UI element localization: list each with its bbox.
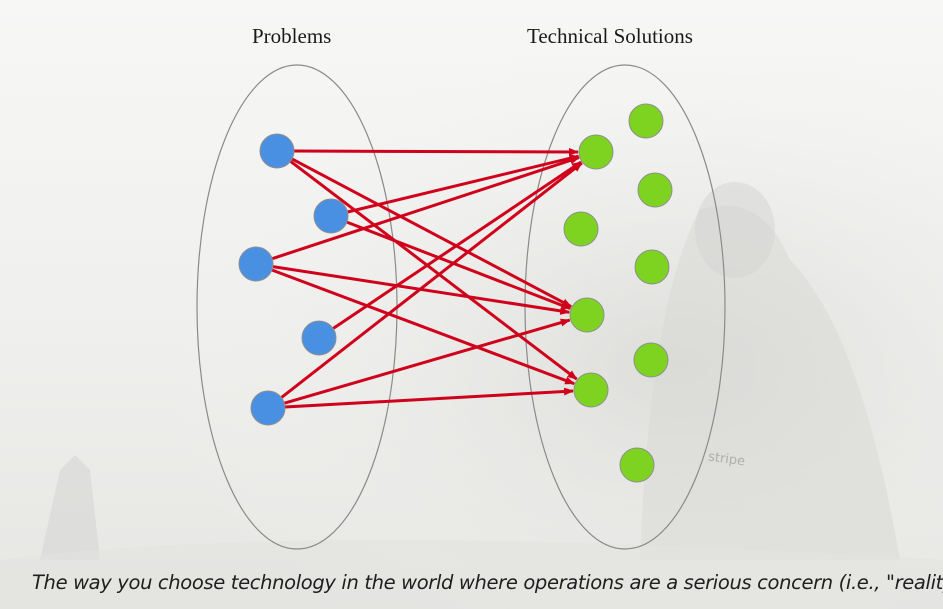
problems-heading: Problems: [252, 24, 332, 48]
solution-node-s5: [563, 211, 599, 247]
links-layer: [271, 147, 583, 409]
problem-node-p4: [301, 320, 337, 356]
nodes-layer: [238, 103, 673, 483]
problem-node-p3: [238, 246, 274, 282]
arrow-p5-s1: [280, 161, 583, 399]
arrow-p1-s1: [293, 147, 580, 156]
solution-node-s8: [633, 342, 669, 378]
problem-node-p2: [313, 198, 349, 234]
arrow-p5-s3: [283, 318, 571, 405]
problem-node-p5: [250, 390, 286, 426]
arrow-p3-s4: [271, 268, 576, 386]
caption: The way you choose technology in the wor…: [32, 571, 943, 594]
solution-node-s1: [578, 134, 614, 170]
problem-node-p1: [259, 133, 295, 169]
arrow-p4-s1: [332, 160, 582, 330]
solution-node-s9: [619, 447, 655, 483]
solution-node-s3: [569, 297, 605, 333]
arrow-p2-s3: [346, 220, 572, 310]
solutions-set-ellipse: [524, 64, 726, 550]
arrow-p2-s1: [347, 154, 580, 214]
solution-node-s2: [628, 103, 664, 139]
solution-node-s6: [637, 172, 673, 208]
arrow-p1-s3: [291, 157, 572, 308]
solution-node-s7: [634, 249, 670, 285]
arrow-p3-s1: [271, 156, 580, 261]
solution-node-s4: [573, 372, 609, 408]
solutions-heading: Technical Solutions: [527, 24, 693, 48]
arrow-p1-s4: [289, 160, 578, 381]
arrow-p5-s4: [284, 387, 575, 409]
